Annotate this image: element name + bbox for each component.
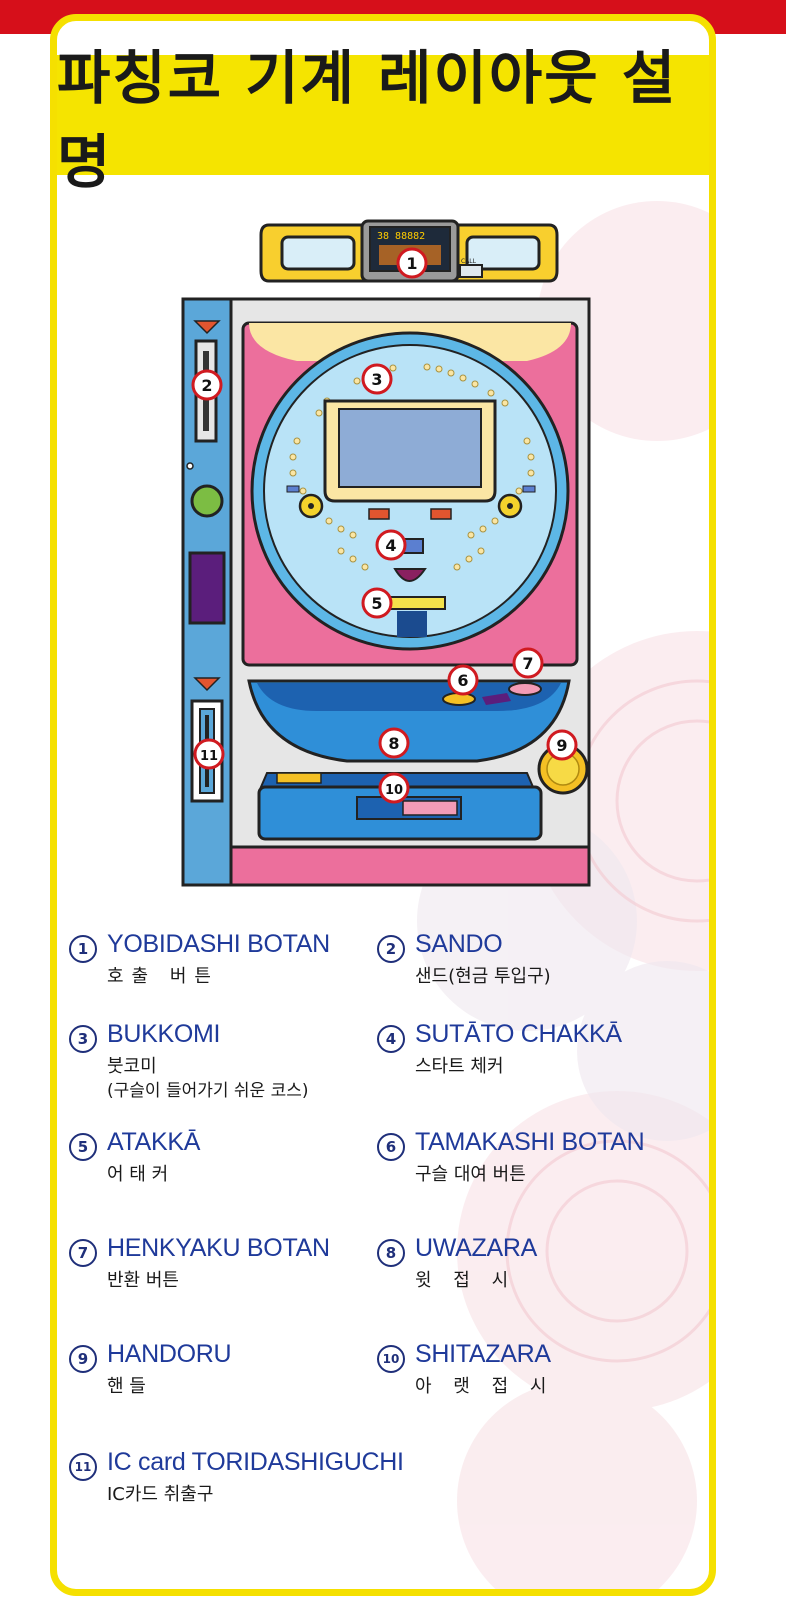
legend-term: ATAKKĀ: [107, 1128, 201, 1156]
callout-badge-6: 6: [447, 664, 479, 696]
callout-badge-7: 7: [512, 647, 544, 679]
callout-badge-1: 1: [396, 247, 428, 279]
callout-number: 11: [200, 749, 218, 764]
callout-badge-3: 3: [361, 363, 393, 395]
legend-term: SANDO: [415, 930, 503, 958]
callout-badge-5: 5: [361, 587, 393, 619]
call-label: CALL: [461, 258, 477, 265]
legend-number: 10: [377, 1345, 405, 1373]
legend-number: 1: [69, 935, 97, 963]
callout-number: 3: [371, 370, 382, 389]
legend-translation: 호출 버튼: [107, 966, 219, 987]
game-panel: [241, 321, 579, 667]
callout-number: 2: [201, 376, 212, 395]
title-band: 파칭코 기계 레이아웃 설명: [57, 44, 709, 196]
legend-number: 7: [69, 1239, 97, 1267]
legend-term: YOBIDASHI BOTAN: [107, 930, 330, 958]
legend-term: HANDORU: [107, 1340, 232, 1368]
callout-number: 9: [556, 736, 567, 755]
callout-number: 5: [371, 594, 382, 613]
legend-note: (구슬이 들어가기 쉬운 코스): [107, 1081, 309, 1101]
legend-translation: IC카드 취출구: [107, 1484, 214, 1505]
callout-badge-2: 2: [191, 369, 223, 401]
legend-translation: 윗 접 시: [415, 1270, 517, 1291]
legend-translation: 붓코미: [107, 1056, 157, 1077]
legend-term: BUKKOMI: [107, 1020, 221, 1048]
legend-number: 2: [377, 935, 405, 963]
card-frame: 파칭코 기계 레이아웃 설명 38 88882 CALL: [50, 14, 716, 1596]
legend-translation: 아 랫 접 시: [415, 1376, 555, 1397]
callout-number: 7: [522, 654, 533, 673]
legend-number: 4: [377, 1025, 405, 1053]
callout-number: 4: [385, 536, 396, 555]
callout-number: 10: [385, 783, 403, 798]
callout-number: 6: [457, 671, 468, 690]
pachinko-machine-illustration: 38 88882 CALL: [181, 219, 591, 887]
legend-number: 8: [377, 1239, 405, 1267]
callout-number: 1: [406, 254, 417, 273]
legend-translation: 핸 들: [107, 1376, 146, 1397]
legend-term: UWAZARA: [415, 1234, 537, 1262]
legend-translation: 구슬 대여 버튼: [415, 1164, 526, 1185]
handle: [537, 743, 589, 795]
upper-tray: [247, 679, 571, 763]
callout-badge-4: 4: [375, 529, 407, 561]
legend-term: TAMAKASHI BOTAN: [415, 1128, 645, 1156]
legend-term: IC card TORIDASHIGUCHI: [107, 1448, 404, 1476]
legend-number: 3: [69, 1025, 97, 1053]
legend-translation: 스타트 체커: [415, 1056, 504, 1077]
legend-translation: 샌드(현금 투입구): [415, 966, 551, 987]
callout-badge-11: 11: [193, 738, 225, 770]
legend-translation: 어 태 커: [107, 1164, 169, 1185]
legend-number: 5: [69, 1133, 97, 1161]
legend-term: SUTĀTO CHAKKĀ: [415, 1020, 622, 1048]
legend-number: 6: [377, 1133, 405, 1161]
legend-number: 11: [69, 1453, 97, 1481]
callout-badge-8: 8: [378, 727, 410, 759]
callout-badge-10: 10: [378, 772, 410, 804]
legend-translation: 반환 버튼: [107, 1270, 179, 1291]
display-digits: 38 88882: [377, 231, 425, 242]
page-title: 파칭코 기계 레이아웃 설명: [57, 44, 678, 196]
legend-number: 9: [69, 1345, 97, 1373]
legend-term: SHITAZARA: [415, 1340, 551, 1368]
callout-badge-9: 9: [546, 729, 578, 761]
callout-number: 8: [388, 734, 399, 753]
legend-term: HENKYAKU BOTAN: [107, 1234, 330, 1262]
